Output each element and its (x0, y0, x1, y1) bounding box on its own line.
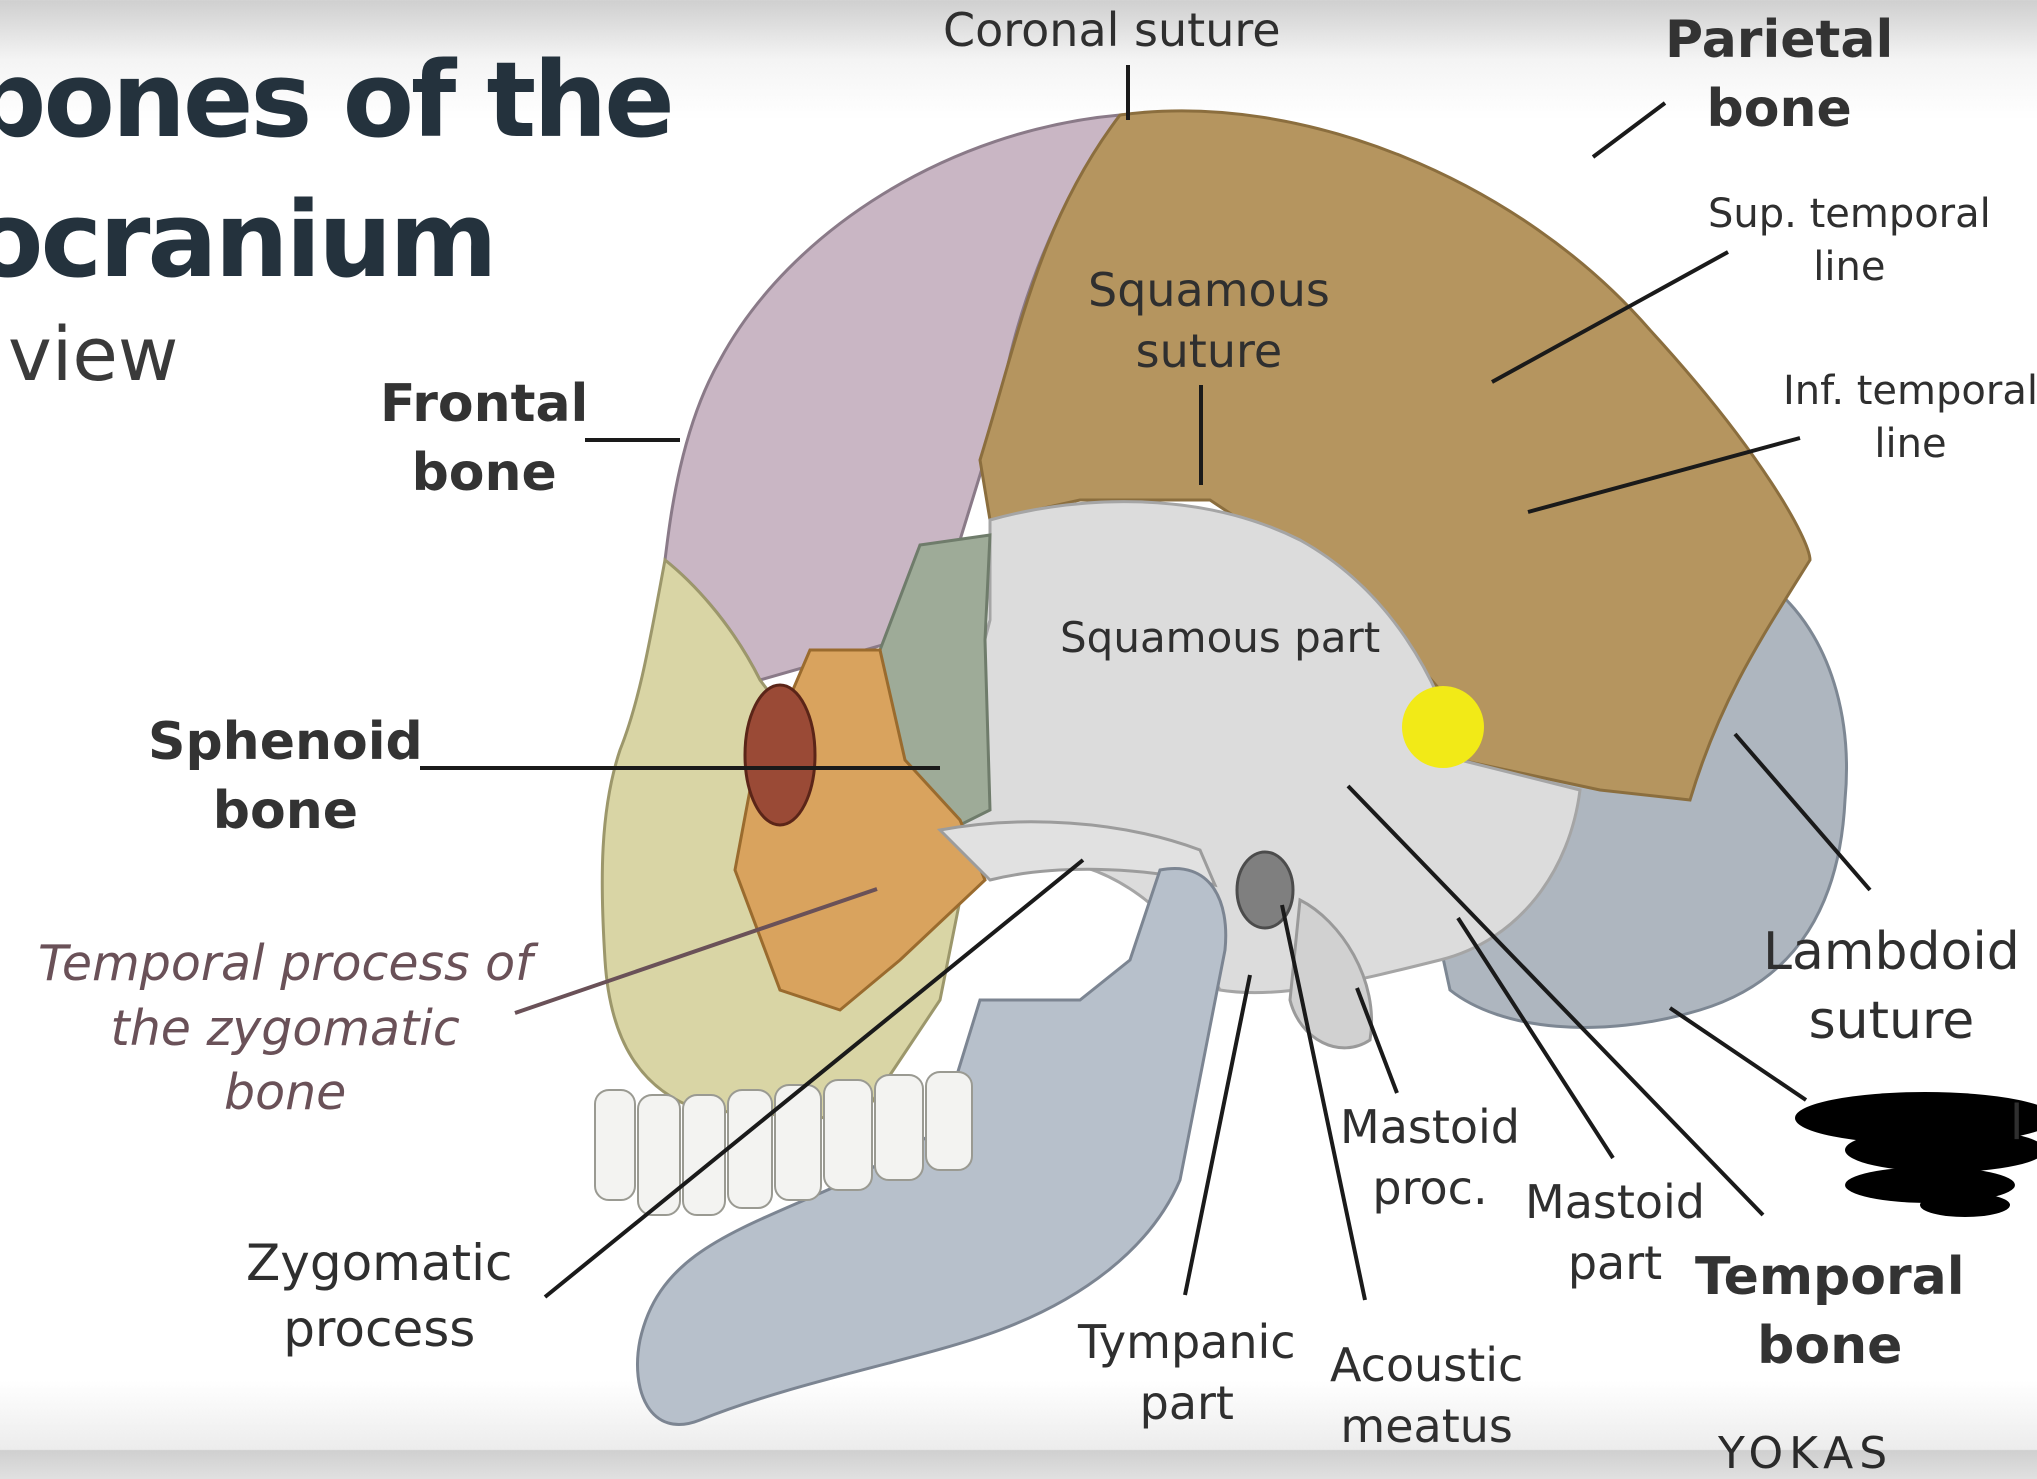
teeth (594, 1071, 973, 1216)
temporal-process-leader (514, 887, 878, 1015)
leader-lines (420, 65, 1872, 1301)
mastoid-shape (1288, 897, 1373, 1050)
brand-logo: YOKAS (1718, 1428, 1894, 1479)
slide-title-line-1: bones of the (0, 39, 675, 161)
label-squamous-part: Squamous part (1060, 613, 1381, 662)
redaction-mark (1795, 1092, 2037, 1217)
orbit-shape (743, 683, 817, 827)
label-occipital-partial: l (2010, 1095, 2024, 1151)
highlight-dot (1402, 686, 1484, 768)
slide-subtitle: view (8, 312, 179, 398)
parietal-bone-shape (978, 109, 1812, 802)
slide-title-line-2: ocranium (0, 179, 498, 301)
acoustic-meatus-shape (1235, 850, 1295, 930)
zygomatic-arch-shape (936, 820, 1218, 888)
label-coronal-suture: Coronal suture (943, 3, 1281, 57)
